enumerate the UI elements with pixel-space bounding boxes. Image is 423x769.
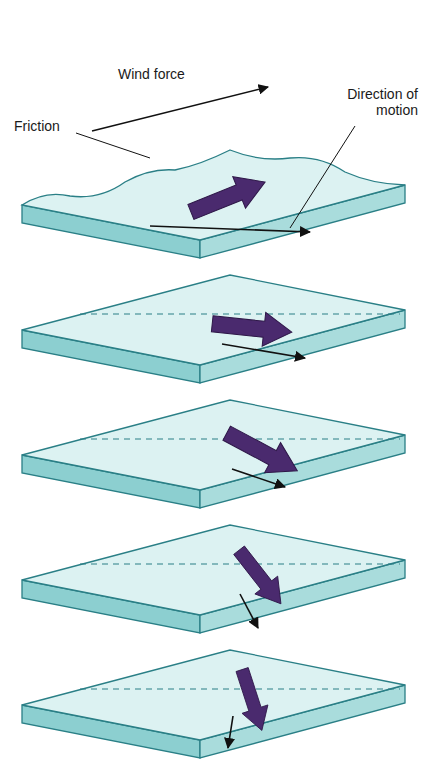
wind-force-label: Wind force [118, 66, 185, 82]
leader-line [290, 126, 355, 228]
motion-arrow [150, 226, 310, 748]
velocity-arrow [185, 166, 306, 734]
water-layer [22, 400, 405, 508]
water-layer [22, 275, 405, 383]
direction-label: Direction of motion [334, 86, 418, 118]
water-layer [22, 525, 405, 633]
water-layer [22, 650, 405, 758]
friction-label: Friction [14, 118, 60, 134]
leader-line [76, 133, 150, 158]
wind-arrow [92, 87, 268, 131]
surface-layer [22, 150, 405, 258]
reference-line [80, 314, 400, 689]
